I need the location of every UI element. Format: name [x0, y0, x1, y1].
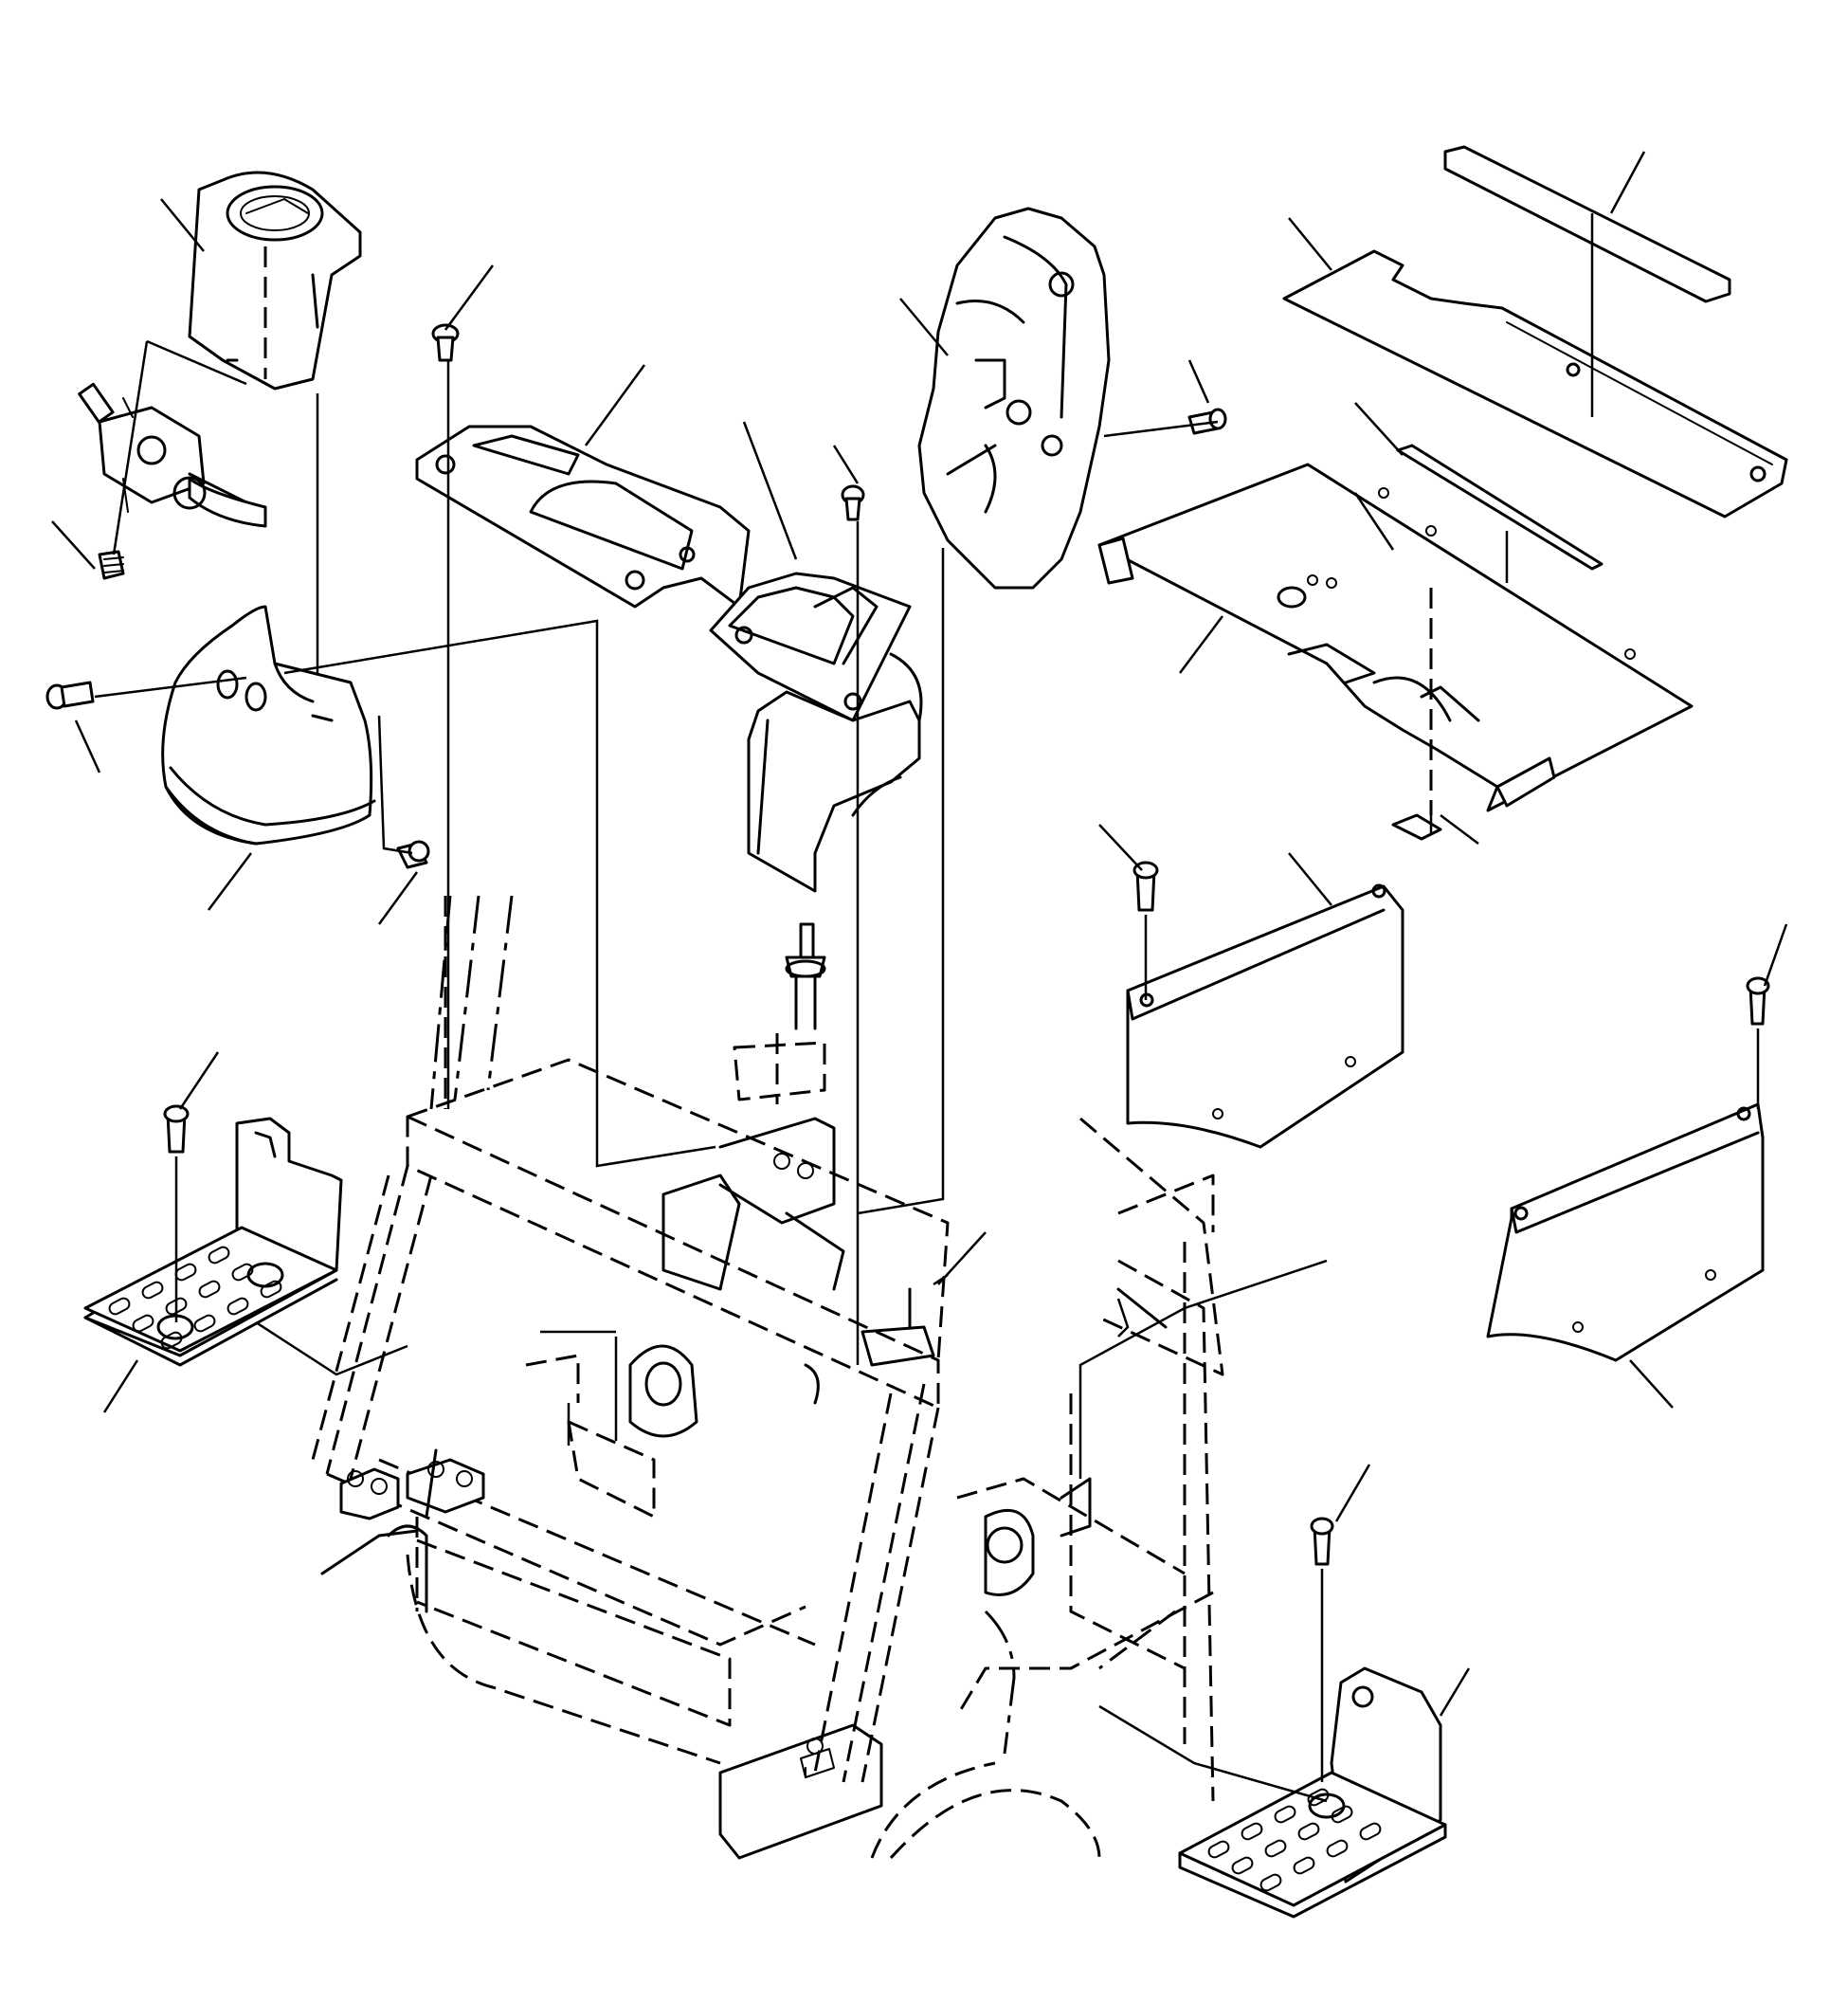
floor-plate-large: [1097, 463, 1694, 841]
bolt-side-plate-upper: [1132, 861, 1159, 912]
side-cover-right: [917, 207, 1111, 590]
side-plate-right-upper: [1126, 883, 1404, 1149]
screw-left-upper: [98, 550, 125, 580]
seal-strip: [1396, 444, 1603, 571]
steering-column-cover-upper: [188, 171, 362, 391]
step-right: [1178, 1666, 1447, 1919]
leader-lines: [51, 151, 1788, 1803]
dash-panel-left: [415, 425, 751, 609]
bolt-side-plate-lower: [1746, 976, 1770, 1026]
dash-panel-center: [709, 572, 923, 893]
screw-panel-left: [431, 323, 460, 362]
steering-column-cover-lower: [161, 605, 376, 846]
screw-panel-center: [841, 484, 865, 521]
bolt-step-right: [1310, 1517, 1334, 1566]
screw-cowl-right: [396, 840, 430, 869]
side-plate-right-lower: [1486, 1102, 1765, 1362]
floor-mat: [1443, 145, 1731, 303]
screw-cowl-left: [45, 681, 95, 710]
frame-assembly: [311, 895, 1224, 1860]
steering-shaft: [785, 922, 826, 1030]
bolt-step-left: [163, 1104, 190, 1154]
steering-switch-assembly: [78, 382, 267, 528]
floor-plate: [1282, 249, 1788, 519]
step-left: [83, 1117, 343, 1367]
screw-side-cover: [1187, 408, 1227, 435]
